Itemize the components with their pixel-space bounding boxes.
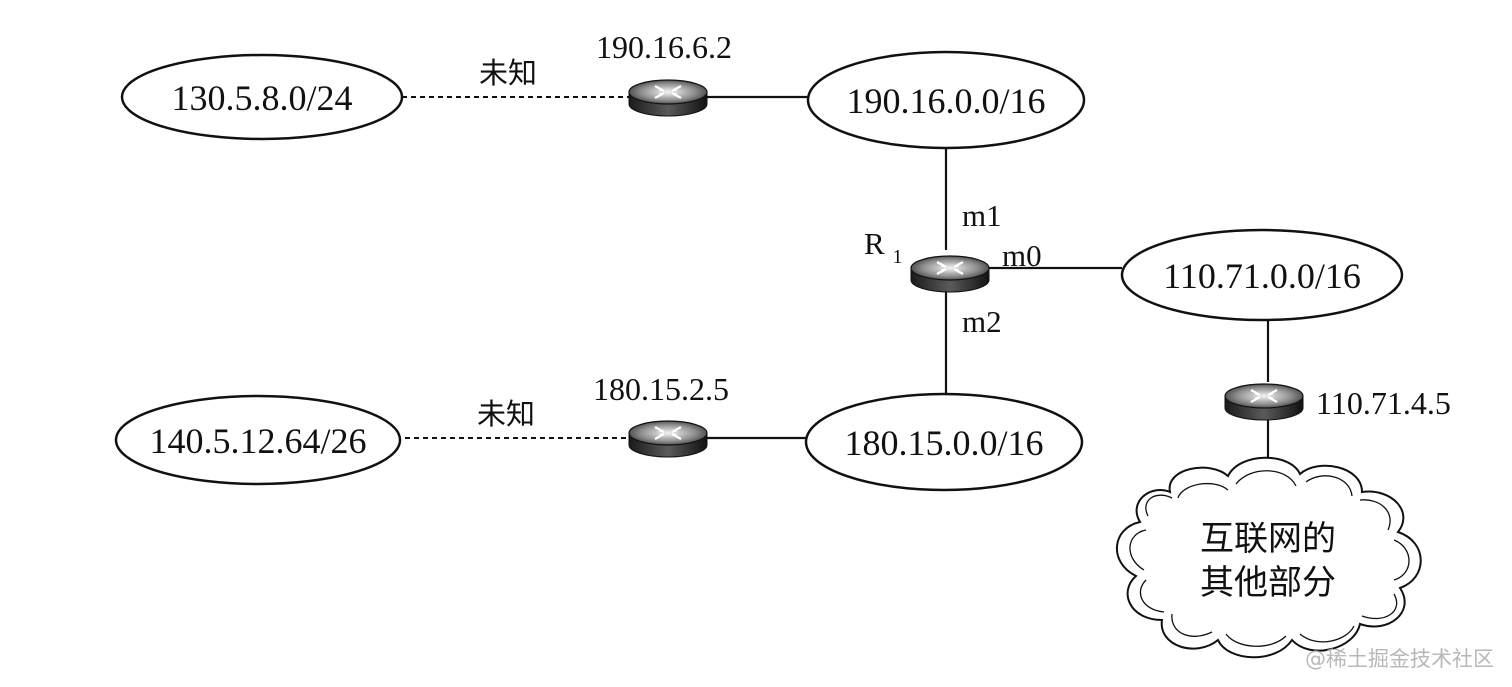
network-oval [804, 392, 1084, 492]
router-r1: R 1 m1 m0 m2 [864, 198, 1042, 339]
network-180: 180.15.0.0/16 [804, 392, 1084, 492]
network-address-label: 110.71.0.0/16 [1163, 256, 1361, 296]
links-layer [402, 95, 1270, 478]
internet-cloud: 互联网的 其他部分 [1116, 456, 1422, 659]
network-140: 140.5.12.64/26 [114, 394, 402, 486]
router-icon [909, 254, 991, 294]
cloud-label-line-1: 互联网的 [1200, 519, 1336, 559]
router-r1-name: R 1 [864, 226, 902, 268]
router-address-label: 190.16.6.2 [596, 29, 732, 65]
network-address-label: 140.5.12.64/26 [149, 421, 366, 461]
router-190-16-6-2: 190.16.6.2 [596, 29, 732, 118]
network-oval [1120, 228, 1404, 322]
unknown-link-label-bottom: 未知 [477, 397, 535, 431]
router-icon [627, 419, 709, 459]
router-110-71-4-5: 110.71.4.5 [1223, 382, 1451, 422]
interface-m0-label: m0 [1002, 238, 1042, 273]
unknown-link-label-top: 未知 [479, 56, 537, 90]
network-address-label: 190.16.0.0/16 [846, 81, 1045, 121]
cloud-icon [1116, 456, 1422, 659]
interface-m1-label: m1 [962, 198, 1002, 233]
watermark-text: @稀土掘金技术社区 [1305, 647, 1494, 671]
interface-m2-label: m2 [962, 304, 1002, 339]
router-180-15-2-5: 180.15.2.5 [593, 371, 729, 459]
network-oval [120, 53, 404, 141]
network-address-label: 130.5.8.0/24 [171, 78, 352, 118]
cloud-label-line-2: 其他部分 [1200, 563, 1336, 603]
network-190: 190.16.0.0/16 [806, 50, 1086, 150]
router-icon [1223, 382, 1305, 422]
network-oval [806, 50, 1086, 150]
router-r1-subscript: 1 [892, 246, 902, 268]
router-address-label: 110.71.4.5 [1316, 385, 1451, 421]
network-130: 130.5.8.0/24 [120, 53, 404, 141]
router-address-label: 180.15.2.5 [593, 371, 729, 407]
router-icon [627, 78, 709, 118]
network-oval [114, 394, 402, 486]
router-r1-letter: R [864, 226, 885, 261]
network-address-label: 180.15.0.0/16 [844, 423, 1043, 463]
network-110: 110.71.0.0/16 [1120, 228, 1404, 322]
